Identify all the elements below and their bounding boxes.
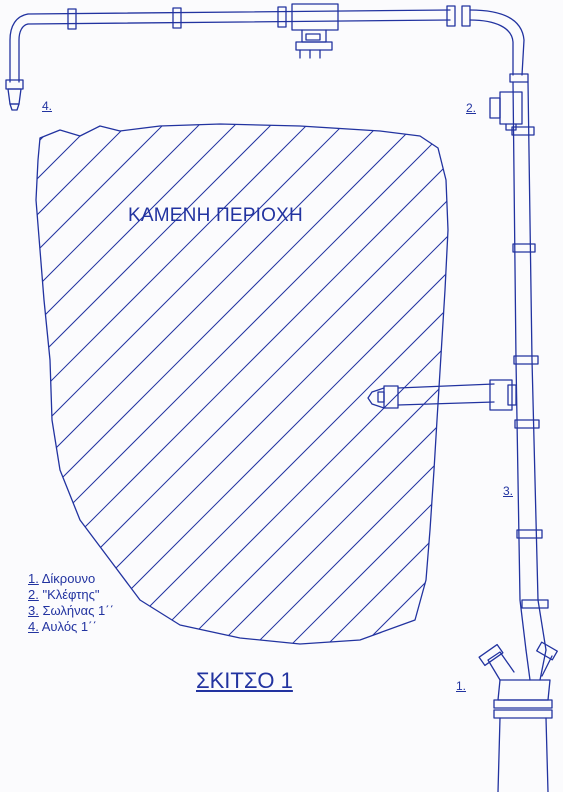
hatch-line <box>36 124 448 644</box>
callout-4-number: 4. <box>42 99 53 113</box>
legend-number: 4. <box>28 619 39 634</box>
callout-3-number: 3. <box>503 484 514 498</box>
bottom-wye <box>478 641 558 792</box>
hatch-line <box>36 124 448 644</box>
hatch-line <box>307 124 448 644</box>
burned-area-outline <box>35 123 449 645</box>
top-gated-wye <box>291 3 339 59</box>
hatch-line <box>199 124 448 644</box>
hatch-line <box>36 124 448 644</box>
hatch-line <box>55 124 448 644</box>
legend-item: 1. Δίκρουνο <box>28 571 114 587</box>
callout-4: 4. <box>42 99 52 113</box>
right-vertical-hose <box>511 81 549 651</box>
top-left-elbow-and-nozzle <box>5 13 29 111</box>
legend-number: 2. <box>28 587 39 602</box>
hatch-line <box>235 124 448 644</box>
hatch-line <box>488 0 563 700</box>
legend-text: Σωλήνας 1΄΄ <box>38 603 114 618</box>
legend-item: 3. Σωλήνας 1΄΄ <box>28 603 114 619</box>
hatch-line <box>163 124 448 644</box>
legend-text: "Κλέφτης" <box>38 587 100 602</box>
legend-number: 3. <box>28 603 39 618</box>
hatch-line <box>36 124 433 644</box>
hatch-line <box>91 124 448 644</box>
legend: 1. Δίκρουνο 2. "Κλέφτης" 3. Σωλήνας 1΄΄ … <box>28 571 114 635</box>
hatch-line <box>127 124 448 644</box>
hatch-line <box>36 124 448 644</box>
legend-text: Αυλός 1΄΄ <box>38 619 97 634</box>
hatch-line <box>36 124 448 644</box>
side-branch <box>367 379 517 411</box>
callout-1-number: 1. <box>456 679 467 693</box>
top-right-elbow <box>469 9 529 83</box>
callout-3: 3. <box>503 484 513 498</box>
legend-text: Δίκρουνο <box>38 571 96 586</box>
hatch-line <box>271 124 448 644</box>
callout-2-number: 2. <box>466 101 477 115</box>
callout-1: 1. <box>456 679 466 693</box>
legend-number: 1. <box>28 571 39 586</box>
hatch-line <box>36 124 448 644</box>
sketch-title: ΣΚΙΤΣΟ 1 <box>196 668 293 693</box>
top-hose <box>27 5 471 30</box>
legend-item: 4. Αυλός 1΄΄ <box>28 619 114 635</box>
thief-branch-valve <box>489 91 523 131</box>
callout-2: 2. <box>466 101 476 115</box>
burned-area-label: ΚΑΜΕΝΗ ΠΕΡΙΟΧΗ <box>128 205 303 226</box>
legend-item: 2. "Κλέφτης" <box>28 587 114 603</box>
